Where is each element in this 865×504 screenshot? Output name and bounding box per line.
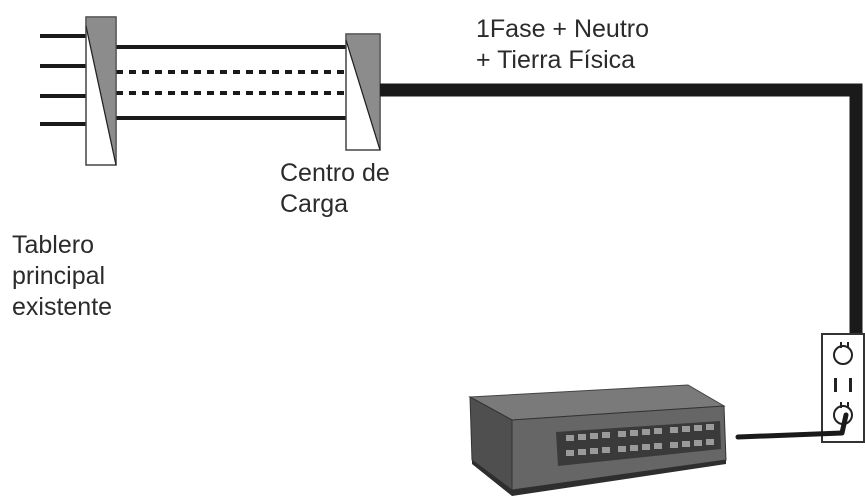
tablero-principal-icon (85, 16, 117, 166)
tablero-label-line2: principal (12, 262, 106, 290)
main-cable (380, 83, 863, 342)
cable-label: 1Fase + Neutro + Tierra Física (476, 14, 649, 76)
centro-de-carga-label-line2: Carga (280, 190, 349, 218)
centro-de-carga-label: Centro de Carga (280, 158, 390, 220)
centro-de-carga-label-line1: Centro de (280, 159, 390, 187)
tablero-label-line1: Tablero (12, 231, 94, 259)
cable-label-line2: + Tierra Física (476, 46, 636, 74)
cable-label-line1: 1Fase + Neutro (476, 15, 650, 43)
centro-de-carga-icon (345, 33, 381, 151)
network-switch-icon (468, 384, 727, 496)
switch-power-cord (735, 412, 849, 440)
tablero-label-line3: existente (12, 293, 113, 321)
feeder-lines (116, 45, 346, 120)
tablero-label: Tablero principal existente (12, 230, 112, 323)
incoming-lines (40, 34, 86, 126)
